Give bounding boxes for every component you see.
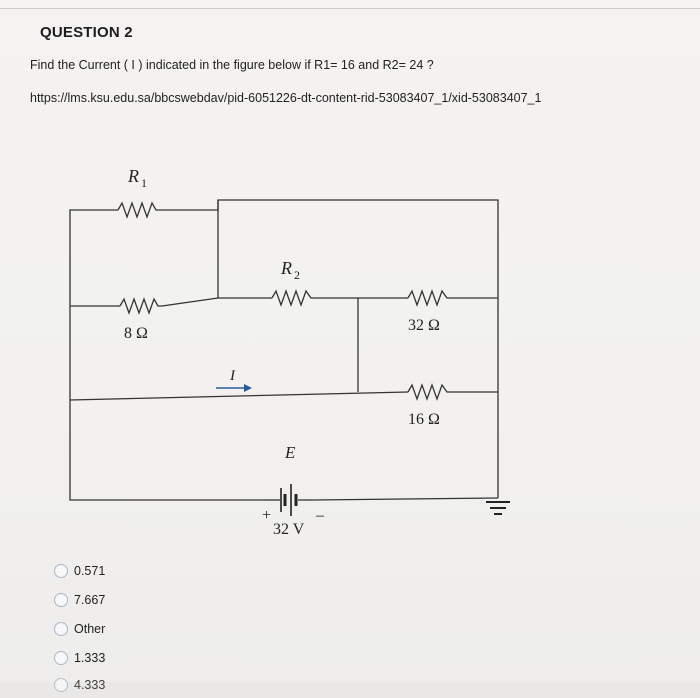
resistor-r2 <box>271 289 316 307</box>
choice-4[interactable]: 1.333 <box>54 643 105 672</box>
choice-5[interactable]: 4.333 <box>54 672 105 698</box>
question-link: https://lms.ksu.edu.sa/bbcswebdav/pid-60… <box>30 91 542 105</box>
question-prompt: Find the Current ( I ) indicated in the … <box>30 58 434 72</box>
plus-sign: + <box>262 507 271 524</box>
r16-value: 16 Ω <box>408 411 440 428</box>
voltage-value: 32 V <box>273 521 305 538</box>
resistor-8 <box>119 297 162 315</box>
radio-button[interactable] <box>54 678 68 692</box>
resistor-32 <box>407 289 452 307</box>
current-arrow-icon <box>216 384 252 392</box>
choice-1[interactable]: 0.571 <box>54 556 105 585</box>
answer-choices: 0.571 7.667 Other 1.333 4.333 <box>54 556 105 698</box>
circuit-figure: R 1 R 2 8 Ω 32 Ω 16 Ω I E + – 32 V <box>0 140 560 545</box>
choice-label: Other <box>74 621 106 636</box>
resistor-r1 <box>117 201 160 219</box>
r1-label: R <box>127 166 139 186</box>
source-label: E <box>284 443 296 462</box>
r32-value: 32 Ω <box>408 317 440 334</box>
radio-button[interactable] <box>54 650 68 665</box>
current-label: I <box>229 368 236 384</box>
resistor-16 <box>407 383 452 401</box>
choice-3[interactable]: Other <box>54 614 105 643</box>
choice-label: 7.667 <box>74 592 106 607</box>
question-title: QUESTION 2 <box>40 24 133 41</box>
battery-symbol <box>280 484 298 516</box>
r1-subscript: 1 <box>141 176 147 190</box>
r2-subscript: 2 <box>294 268 300 282</box>
choice-2[interactable]: 7.667 <box>54 585 105 614</box>
choice-label: 4.333 <box>74 678 106 692</box>
divider <box>0 8 700 9</box>
choice-label: 0.571 <box>74 563 106 578</box>
choice-label: 1.333 <box>74 650 106 665</box>
wire-top <box>160 199 499 498</box>
ground-icon <box>486 501 510 515</box>
circuit-diagram: R 1 R 2 8 Ω 32 Ω 16 Ω I E + – 32 V <box>69 166 510 538</box>
r8-value: 8 Ω <box>124 325 148 342</box>
radio-button[interactable] <box>54 592 68 607</box>
wire-left <box>69 209 266 501</box>
radio-button[interactable] <box>54 563 68 578</box>
minus-sign: – <box>315 507 325 524</box>
radio-button[interactable] <box>54 621 68 636</box>
r2-label: R <box>280 258 292 278</box>
wire-lower <box>69 391 409 401</box>
